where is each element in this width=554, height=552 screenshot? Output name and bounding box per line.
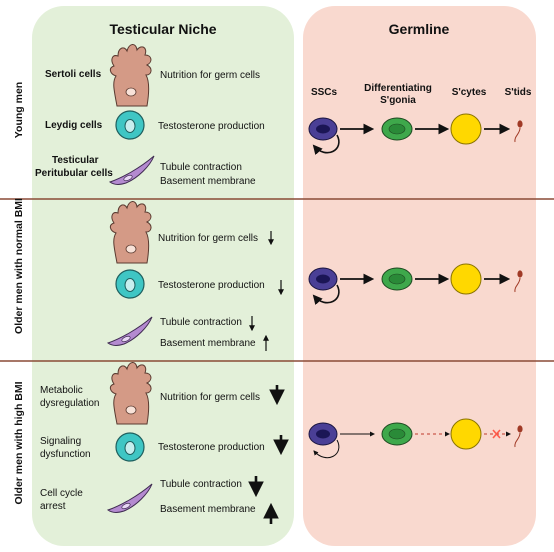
label-peritubular-cells: Peritubular cells xyxy=(35,168,113,179)
label-arrest: arrest xyxy=(40,501,66,512)
row-label-young: Young men xyxy=(13,82,25,138)
header-sscs: SSCs xyxy=(311,87,338,98)
fn-nutrition-2: Nutrition for germ cells xyxy=(158,233,258,244)
label-leydig-cells: Leydig cells xyxy=(45,120,103,131)
label-signaling: Signaling xyxy=(40,436,81,447)
label-dysregulation: dysregulation xyxy=(40,398,99,409)
row-label-older-normal: Older men with normal BMI xyxy=(13,198,25,334)
self-renewal-arrow xyxy=(313,439,340,459)
fn-membrane-2: Basement membrane xyxy=(160,338,256,349)
spermatocyte-icon xyxy=(450,263,482,295)
germline-title: Germline xyxy=(389,21,450,37)
leydig-cell-icon xyxy=(115,432,145,462)
fn-contraction-1: Tubule contraction xyxy=(160,162,242,173)
label-metabolic: Metabolic xyxy=(40,385,83,396)
fn-testosterone-3: Testosterone production xyxy=(158,442,265,453)
leydig-cell-icon xyxy=(115,110,145,140)
fn-membrane-3: Basement membrane xyxy=(160,504,256,515)
fn-nutrition-1: Nutrition for germ cells xyxy=(160,70,260,81)
block-x-icon xyxy=(492,429,501,439)
spermatid-icon xyxy=(517,120,523,128)
label-testicular: Testicular xyxy=(52,155,99,166)
label-dysfunction: dysfunction xyxy=(40,449,91,460)
fn-contraction-2: Tubule contraction xyxy=(160,317,242,328)
label-cell-cycle: Cell cycle xyxy=(40,488,83,499)
header-scytes: S'cytes xyxy=(452,87,487,98)
header-differentiating: Differentiating xyxy=(364,83,432,94)
label-sertoli-cells: Sertoli cells xyxy=(45,69,102,80)
spermatid-icon xyxy=(517,270,523,278)
fn-testosterone-1: Testosterone production xyxy=(158,121,265,132)
spermatocyte-icon xyxy=(450,418,482,450)
row-label-older-high: Older men with high BMI xyxy=(13,381,25,504)
fn-testosterone-2: Testosterone production xyxy=(158,280,265,291)
fn-membrane-1: Basement membrane xyxy=(160,176,256,187)
leydig-cell-icon xyxy=(115,269,145,299)
header-sgonia: S'gonia xyxy=(380,95,416,106)
fn-contraction-3: Tubule contraction xyxy=(160,479,242,490)
germline-panel xyxy=(303,6,536,546)
niche-title: Testicular Niche xyxy=(109,21,216,37)
spermatid-icon xyxy=(517,425,523,433)
germline-row-older-normal xyxy=(308,263,523,305)
self-renewal-arrow xyxy=(312,284,340,305)
self-renewal-arrow xyxy=(312,134,340,155)
fn-nutrition-3: Nutrition for germ cells xyxy=(160,392,260,403)
germline-row-older-high xyxy=(308,418,523,459)
niche-panel xyxy=(32,6,294,546)
spermatocyte-icon xyxy=(450,113,482,145)
germline-row-young xyxy=(308,113,523,155)
header-stids: S'tids xyxy=(505,87,532,98)
